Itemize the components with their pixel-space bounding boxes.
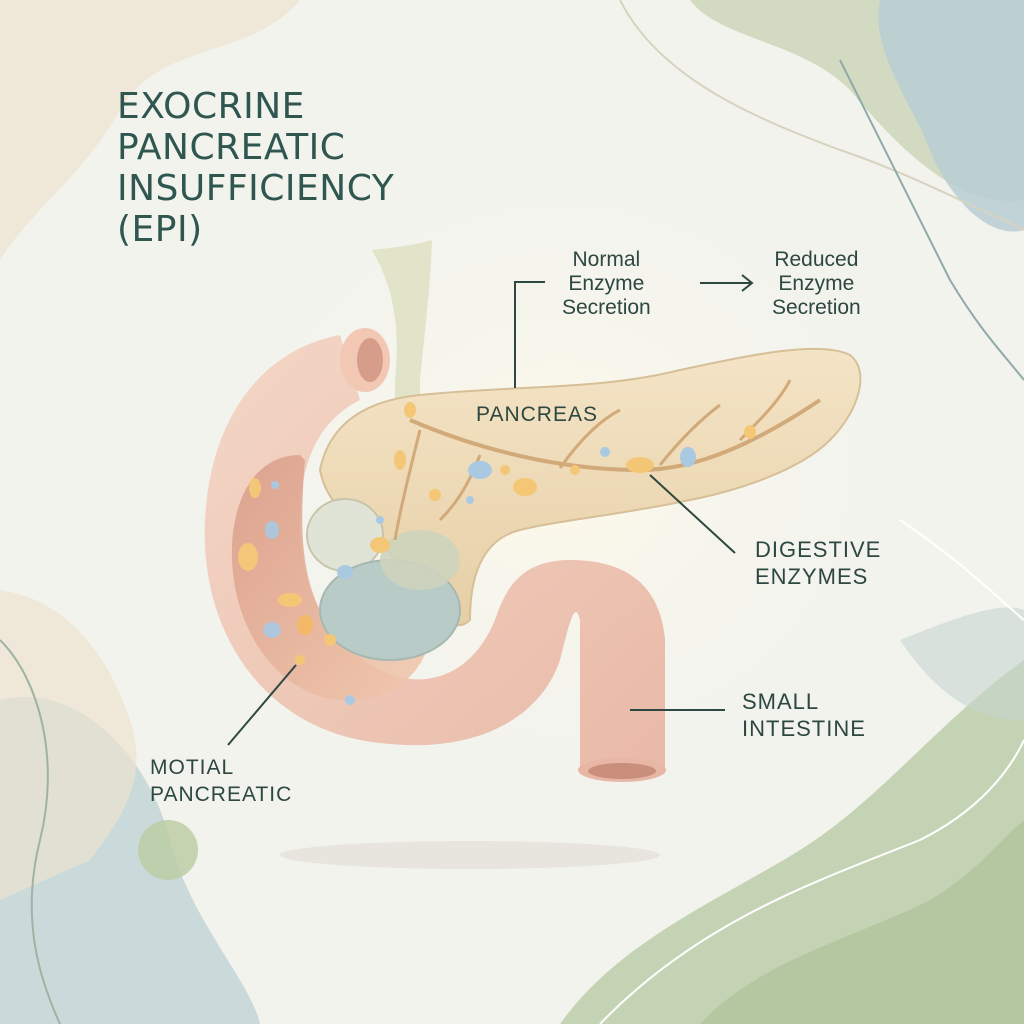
reduced-line-1: Reduced — [774, 248, 859, 271]
label-partial-pancreatic: MOTIAL PANCREATIC — [150, 754, 292, 808]
label-pancreas: PANCREAS — [476, 403, 598, 426]
reduced-line-3: Secretion — [772, 296, 861, 319]
bubble-particles — [263, 447, 696, 705]
digestive-leader — [649, 474, 736, 554]
title-line-3: INSUFFICIENCY — [117, 168, 395, 209]
digestive-line-2: ENZYMES — [755, 564, 869, 589]
blob-bottom-right-blue — [900, 607, 1024, 720]
normal-line-3: Secretion — [562, 296, 651, 319]
partial-line-1: MOTIAL — [150, 756, 235, 779]
digestive-line-1: DIGESTIVE — [755, 537, 882, 562]
small-intestine-line-1: SMALL — [742, 689, 820, 714]
label-small-intestine: SMALL INTESTINE — [742, 688, 866, 742]
green-dot — [138, 820, 198, 880]
normal-line-2: Enzyme — [568, 272, 645, 295]
title-line-2: PANCREATIC — [117, 127, 346, 168]
label-normal-enzyme-secretion: Normal Enzyme Secretion — [562, 248, 651, 320]
blob-top-right-blue — [878, 0, 1024, 232]
infographic-title: EXOCRINE PANCREATIC INSUFFICIENCY (EPI) — [117, 86, 394, 250]
title-line-4: (EPI) — [117, 209, 203, 250]
blob-bottom-left-cream — [0, 590, 137, 900]
pancreas-organ — [306, 347, 862, 661]
label-digestive-enzymes: DIGESTIVE ENZYMES — [755, 536, 881, 590]
enzyme-particles — [238, 402, 756, 665]
partial-line-2: PANCREATIC — [150, 783, 293, 806]
arrow-head — [741, 274, 754, 292]
leader-lines — [227, 274, 754, 746]
shadow — [280, 841, 660, 869]
title-line-1: EXOCRINE — [117, 86, 305, 127]
reduced-line-2: Enzyme — [778, 272, 855, 295]
duodenum — [204, 328, 666, 782]
normal-enzyme-leader — [514, 281, 545, 388]
blob-bottom-right-green2 — [700, 820, 1024, 1024]
blob-top-left — [0, 0, 300, 260]
normal-line-1: Normal — [572, 248, 641, 271]
label-reduced-enzyme-secretion: Reduced Enzyme Secretion — [772, 248, 861, 320]
partial-leader — [227, 664, 297, 746]
small-intestine-line-2: INTESTINE — [742, 716, 866, 741]
